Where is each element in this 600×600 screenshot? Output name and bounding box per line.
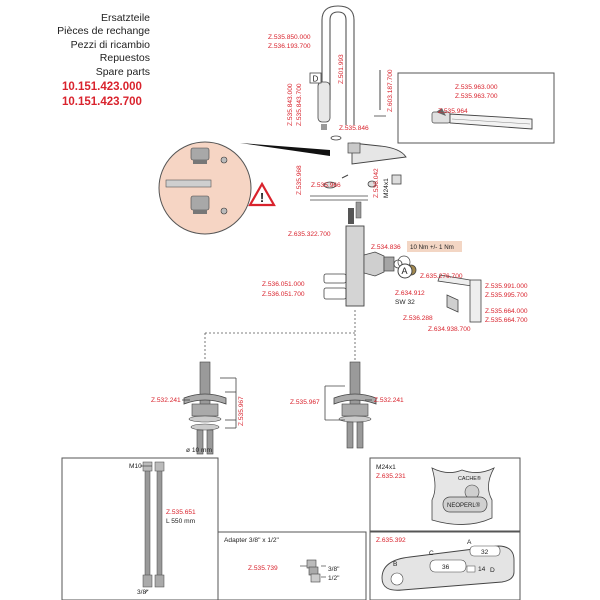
- label-635392: Z.635.392: [376, 537, 406, 544]
- label-535843-700: Z.535.843.700: [296, 83, 303, 126]
- label-535843-000: Z.535.843.000: [287, 83, 294, 126]
- warning-mark: !: [260, 190, 264, 205]
- title-it: Pezzi di ricambio: [70, 38, 150, 51]
- wrench-label-d: D: [490, 567, 495, 574]
- label-adapter-38: 3/8": [328, 566, 340, 573]
- label-536193: Z.536.193.700: [268, 43, 311, 50]
- label-535995: Z.535.995.700: [485, 292, 528, 299]
- label-535664-700: Z.535.664.700: [485, 317, 528, 324]
- label-536051-000: Z.536.051.000: [262, 281, 305, 288]
- label-635322: Z.635.322.700: [288, 231, 331, 238]
- label-536042: Z.536.042: [373, 168, 380, 198]
- label-535963-000: Z.535.963.000: [455, 84, 498, 91]
- title-en: Spare parts: [95, 65, 150, 78]
- label-535991: Z.535.991.000: [485, 283, 528, 290]
- label-neoperl: NEOPERL®: [447, 502, 481, 509]
- label-535846: Z.535.846: [339, 125, 369, 132]
- wrench-label-32: 32: [481, 549, 489, 556]
- label-634912: Z.634.912: [395, 290, 425, 297]
- callout-d: D: [313, 75, 319, 84]
- lever-box: [397, 72, 555, 144]
- wrench-label-36: 36: [442, 564, 450, 571]
- label-535964: Z.535.964: [438, 108, 468, 115]
- part-labels: Z.535.850.000 Z.536.193.700 Z.501.993 Z.…: [151, 34, 528, 572]
- label-535966: Z.535.966: [311, 182, 341, 189]
- label-535739: Z.535.739: [248, 565, 278, 572]
- label-532241-left: Z.532.241: [151, 397, 181, 404]
- wrench-label-14: 14: [478, 566, 486, 573]
- wrench-label-b: B: [393, 561, 398, 568]
- left-install: [182, 310, 356, 455]
- label-adapter-title: Adapter 3/8" x 1/2": [224, 537, 280, 544]
- label-603187: Z.603.187.700: [387, 69, 394, 112]
- spout-assembly: D A: [309, 5, 482, 323]
- label-diameter: ø 10 mm: [186, 447, 213, 454]
- wrench-label-a: A: [467, 539, 472, 546]
- cache-box: [369, 457, 521, 532]
- label-634938: Z.634.938.700: [428, 326, 471, 333]
- label-hose-length: L 550 mm: [166, 518, 196, 525]
- zoom-detail: [158, 141, 330, 235]
- label-sw32: SW 32: [395, 299, 415, 306]
- label-532241-right: Z.532.241: [374, 397, 404, 404]
- right-install: [324, 361, 377, 449]
- label-535963-700: Z.535.963.700: [455, 93, 498, 100]
- label-m10: M10: [129, 463, 142, 470]
- label-536051-700: Z.536.051.700: [262, 291, 305, 298]
- label-m24x1-box: M24x1: [376, 464, 396, 471]
- label-635276: Z.635.276.700: [420, 273, 463, 280]
- annotation-labels: M24x1 SW 32 10 Nm +/- 1 Nm ø 10 mm M10 L…: [129, 178, 495, 596]
- title-fr: Pièces de rechange: [57, 25, 150, 38]
- label-635231: Z.635.231: [376, 473, 406, 480]
- title-es: Repuestos: [99, 52, 150, 65]
- article-number-chrome: 10.151.423.000: [62, 81, 142, 93]
- label-535968: Z.535.968: [296, 165, 303, 195]
- adapter-box: [217, 531, 367, 600]
- wrench-box: [369, 531, 521, 600]
- wrench-label-c: C: [429, 550, 434, 557]
- label-534836: Z.534.836: [371, 244, 401, 251]
- label-535967-right: Z.535.967: [290, 399, 320, 406]
- label-m24x1-side: M24x1: [383, 178, 390, 198]
- title-de: Ersatzteile: [100, 12, 150, 24]
- torque-value: 10 Nm +/- 1 Nm: [410, 244, 454, 251]
- label-535664-000: Z.535.664.000: [485, 308, 528, 315]
- label-501993: Z.501.993: [338, 54, 345, 84]
- label-adapter-12: 1/2": [328, 575, 340, 582]
- torque-highlight: [407, 241, 462, 252]
- warning-icon: !: [248, 181, 276, 207]
- callout-a: A: [402, 266, 408, 276]
- label-535850: Z.535.850.000: [268, 34, 311, 41]
- label-536288: Z.536.288: [403, 315, 433, 322]
- label-hose-thread: 3/8": [137, 589, 149, 596]
- article-number-steel: 10.151.423.700: [62, 96, 142, 108]
- label-535967-left: Z.535.967: [238, 396, 245, 426]
- label-cache: CACHE®: [458, 475, 481, 482]
- hose-box: [61, 457, 219, 600]
- title-block: Ersatzteile Pièces de rechange Pezzi di …: [0, 12, 150, 79]
- label-535651: Z.535.651: [166, 509, 196, 516]
